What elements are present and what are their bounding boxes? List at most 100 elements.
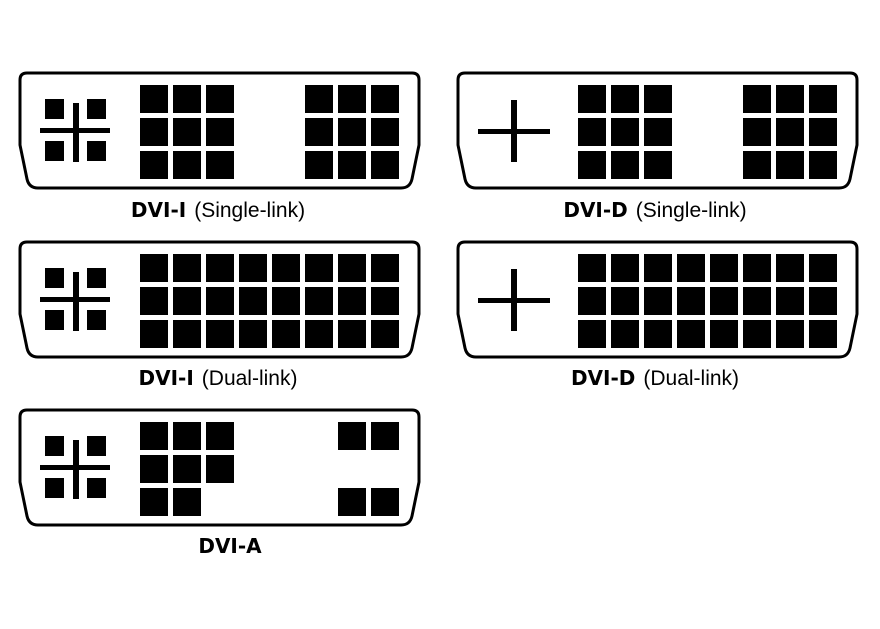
- connector-dvi-d-single: [456, 71, 859, 190]
- digital-pin: [644, 287, 672, 315]
- digital-pin: [578, 151, 606, 179]
- digital-pin: [173, 85, 201, 113]
- analog-pin: [87, 478, 106, 498]
- digital-pin: [305, 85, 333, 113]
- digital-pin: [338, 118, 366, 146]
- digital-pin: [611, 254, 639, 282]
- digital-pin: [776, 118, 804, 146]
- digital-pin: [206, 254, 234, 282]
- digital-pin: [140, 254, 168, 282]
- digital-pin: [239, 254, 267, 282]
- label-dvi-i-single: DVI-I(Single-link): [130, 198, 306, 222]
- digital-pin: [776, 151, 804, 179]
- digital-pin: [173, 118, 201, 146]
- analog-pin: [45, 478, 64, 498]
- digital-pin: [644, 254, 672, 282]
- digital-pin: [809, 85, 837, 113]
- digital-pin: [743, 320, 771, 348]
- connector-shell: [456, 71, 859, 190]
- label-dvi-d-dual: DVI-D(Dual-link): [570, 366, 740, 390]
- digital-pin: [140, 455, 168, 483]
- digital-pin: [578, 118, 606, 146]
- digital-pin: [140, 287, 168, 315]
- digital-pin: [776, 287, 804, 315]
- digital-pin: [173, 422, 201, 450]
- digital-pin: [173, 254, 201, 282]
- analog-pin: [87, 99, 106, 119]
- analog-pin: [45, 268, 64, 288]
- digital-pin: [710, 287, 738, 315]
- digital-pin: [644, 118, 672, 146]
- digital-pin: [371, 254, 399, 282]
- digital-pin: [338, 287, 366, 315]
- analog-pin: [87, 141, 106, 161]
- digital-pin: [305, 320, 333, 348]
- digital-pin: [140, 85, 168, 113]
- digital-pin: [677, 254, 705, 282]
- digital-pin: [611, 320, 639, 348]
- digital-pin: [677, 287, 705, 315]
- ground-blade-vertical: [511, 269, 517, 331]
- connector-shell: [18, 71, 421, 190]
- digital-pin: [371, 488, 399, 516]
- digital-pin: [776, 254, 804, 282]
- digital-pin: [371, 320, 399, 348]
- connector-dvi-d-dual: [456, 240, 859, 359]
- connector-dvi-a: [18, 408, 421, 527]
- digital-pin: [173, 455, 201, 483]
- digital-pin: [305, 151, 333, 179]
- digital-pin: [239, 320, 267, 348]
- digital-pin: [206, 320, 234, 348]
- digital-pin: [305, 254, 333, 282]
- digital-pin: [611, 118, 639, 146]
- digital-pin: [578, 254, 606, 282]
- connector-shell: [18, 240, 421, 359]
- digital-pin: [644, 320, 672, 348]
- analog-pin: [45, 310, 64, 330]
- digital-pin: [710, 254, 738, 282]
- analog-pin: [87, 436, 106, 456]
- label-dvi-a: DVI-A: [198, 534, 262, 558]
- digital-pin: [809, 151, 837, 179]
- connector-dvi-i-dual: [18, 240, 421, 359]
- digital-pin: [140, 320, 168, 348]
- digital-pin: [140, 422, 168, 450]
- digital-pin: [206, 422, 234, 450]
- digital-pin: [743, 287, 771, 315]
- digital-pin: [173, 488, 201, 516]
- digital-pin: [140, 118, 168, 146]
- digital-pin: [206, 118, 234, 146]
- digital-pin: [371, 287, 399, 315]
- digital-pin: [140, 488, 168, 516]
- digital-pin: [338, 422, 366, 450]
- digital-pin: [206, 85, 234, 113]
- digital-pin: [776, 320, 804, 348]
- analog-pin: [87, 268, 106, 288]
- connector-shell: [18, 408, 421, 527]
- digital-pin: [809, 254, 837, 282]
- digital-pin: [173, 287, 201, 315]
- ground-blade-vertical: [73, 103, 79, 162]
- digital-pin: [206, 455, 234, 483]
- analog-pin: [45, 436, 64, 456]
- label-dvi-i-dual: DVI-I(Dual-link): [138, 366, 298, 390]
- digital-pin: [338, 85, 366, 113]
- digital-pin: [239, 287, 267, 315]
- digital-pin: [611, 85, 639, 113]
- digital-pin: [173, 151, 201, 179]
- label-dvi-d-single: DVI-D(Single-link): [563, 198, 747, 222]
- digital-pin: [305, 287, 333, 315]
- digital-pin: [140, 151, 168, 179]
- digital-pin: [272, 287, 300, 315]
- digital-pin: [809, 320, 837, 348]
- digital-pin: [611, 151, 639, 179]
- connector-dvi-i-single: [18, 71, 421, 190]
- digital-pin: [338, 151, 366, 179]
- analog-pin: [87, 310, 106, 330]
- digital-pin: [578, 320, 606, 348]
- ground-blade-vertical: [73, 272, 79, 331]
- digital-pin: [677, 320, 705, 348]
- digital-pin: [371, 118, 399, 146]
- digital-pin: [206, 287, 234, 315]
